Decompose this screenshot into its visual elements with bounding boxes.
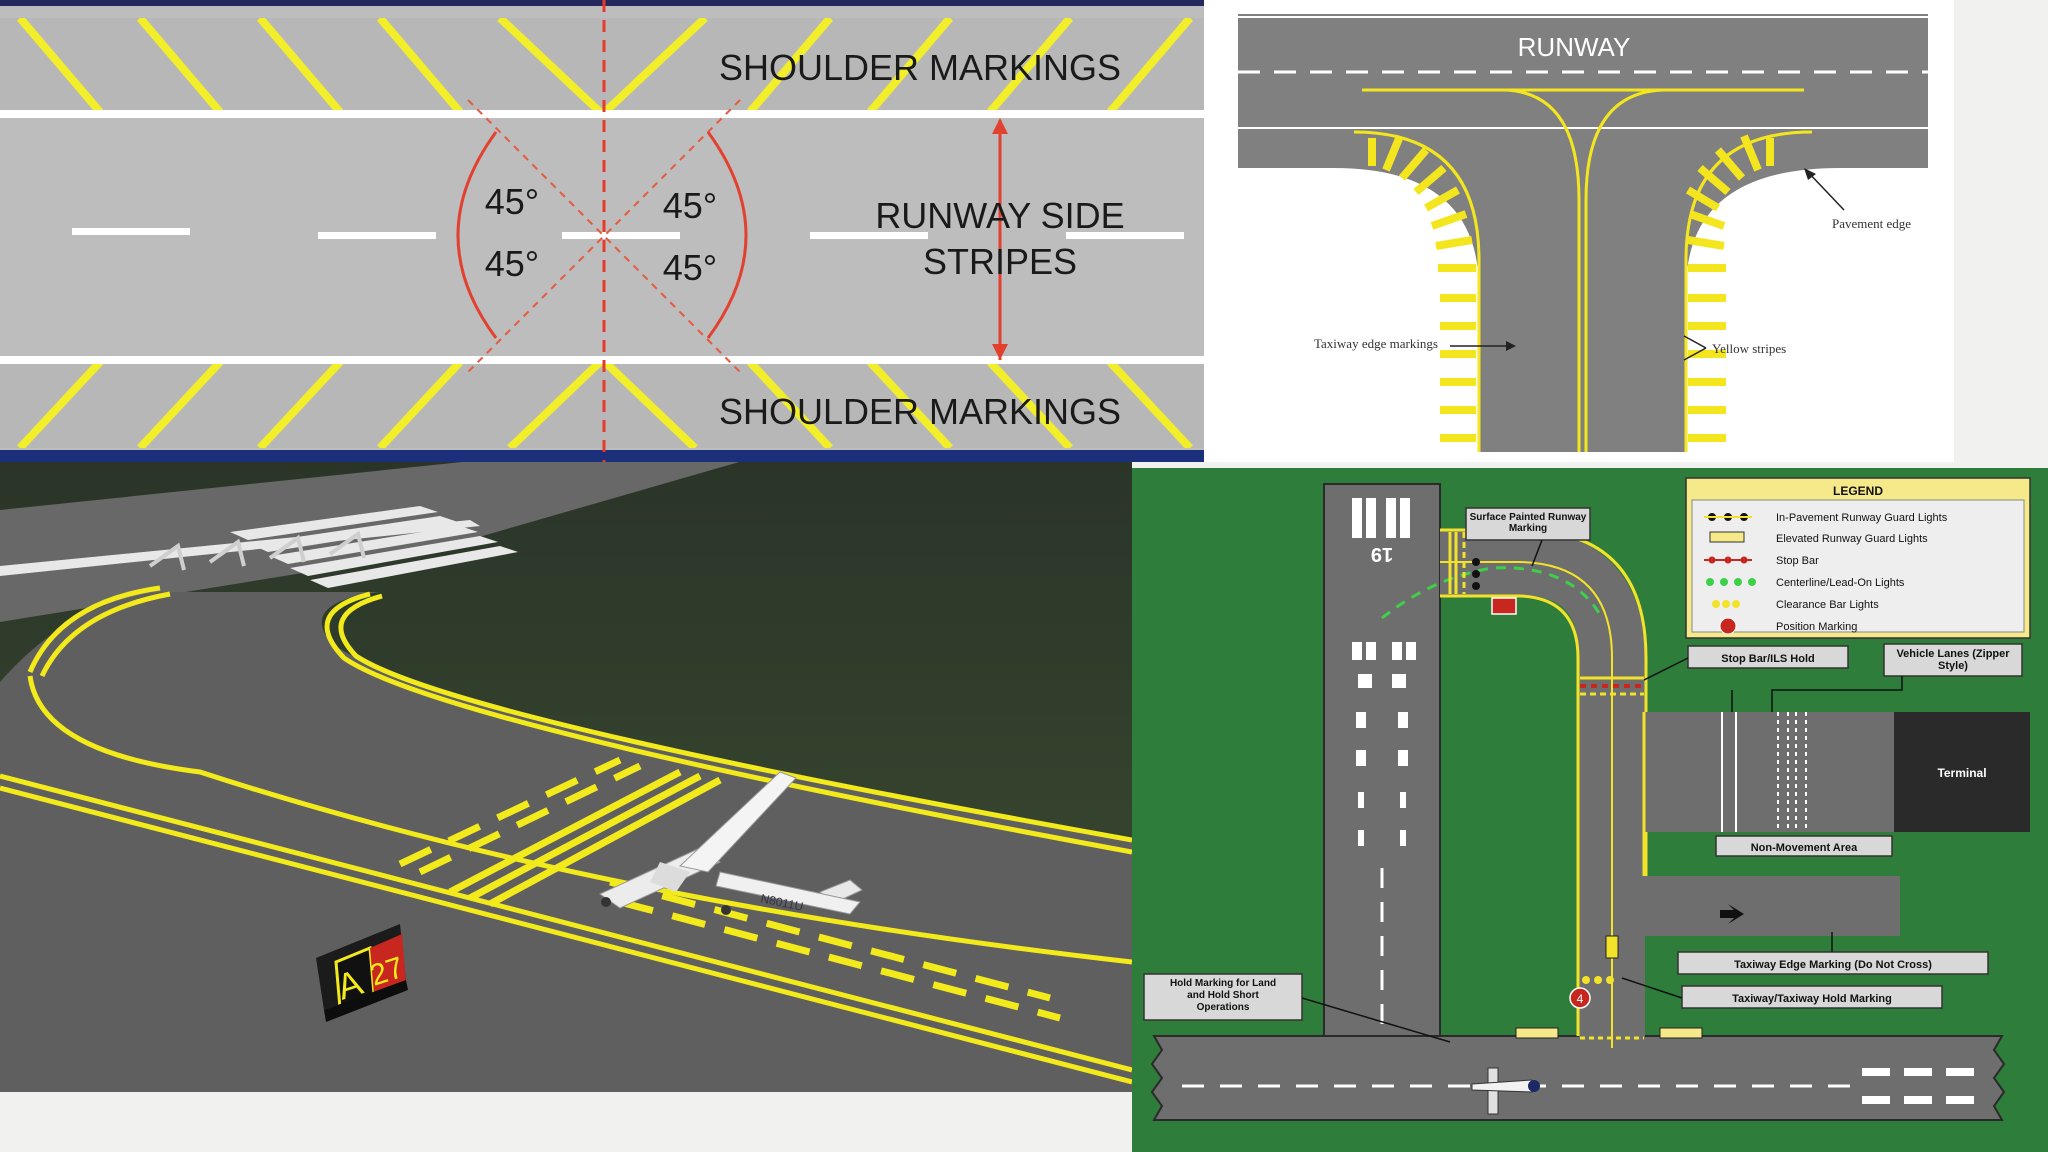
- legend-symbol-centerline-lights: [1706, 578, 1756, 586]
- taxiway-centerline: [1353, 88, 1813, 452]
- vehicle-lanes-callout: [1883, 643, 2023, 677]
- hold-short-dashes: [398, 756, 1061, 1022]
- runway-hold-marking: [1448, 532, 1466, 594]
- runway-19-threshold: [1352, 498, 1410, 538]
- legend-symbol-guard-lights: [1704, 513, 1752, 521]
- taxiway-edge-lines: [0, 585, 1132, 1085]
- legend-symbol-stop-bar: [1704, 556, 1752, 564]
- taxiway-hold-callout: [1681, 985, 1943, 1009]
- legend-title: LEGEND: [1833, 484, 1883, 498]
- lahso-label: Hold Marking for Land and Hold Short Ope…: [1169, 978, 1277, 1013]
- arrow-head-up: [992, 118, 1008, 134]
- shoulder-bottom-label: SHOULDER MARKINGS: [719, 391, 1121, 432]
- left-angle-arc: [456, 131, 498, 339]
- simulator-scene-figure: N8011U A 27: [0, 462, 1132, 1092]
- taxiway-edge-callout: [1677, 951, 1989, 975]
- bottom-shoulder-chevrons: [17, 362, 1193, 448]
- runway-aiming-marks: [1862, 1068, 1974, 1104]
- hold-sign: [1605, 935, 1619, 959]
- terminal-label: Terminal: [1937, 766, 1986, 780]
- hold-short-marking: [448, 768, 722, 908]
- elevated-guard-light-left: [1515, 1027, 1559, 1039]
- aircraft-icon: [1471, 1067, 1540, 1115]
- legend-item-3: Stop Bar: [1776, 555, 1819, 567]
- taxiway-pavement: [0, 592, 1132, 1092]
- angle-label-1: 45°: [485, 181, 539, 222]
- side-stripes-label-2: STRIPES: [923, 241, 1077, 282]
- legend-item-4: Centerline/Lead-On Lights: [1776, 577, 1905, 589]
- legend-item-5: Clearance Bar Lights: [1776, 599, 1879, 611]
- angle-label-3: 45°: [663, 185, 717, 226]
- apron-taxiway: [1580, 876, 1900, 936]
- bottom-side-stripe: [0, 356, 1204, 364]
- taxiway-edge-label: Taxiway Edge Marking (Do Not Cross): [1734, 959, 1932, 971]
- airport-marking-diagram: 19: [1132, 468, 2048, 1152]
- shoulder-markings-diagram: SHOULDER MARKINGS SHOULDER MARKINGS 45° …: [0, 0, 1204, 462]
- angle-label-4: 45°: [663, 247, 717, 288]
- touchdown-zone-markings: [1352, 642, 1416, 846]
- non-movement-label: Non-Movement Area: [1751, 842, 1858, 854]
- angle-label-2: 45°: [485, 243, 539, 284]
- stop-bar-label: Stop Bar/ILS Hold: [1721, 653, 1815, 665]
- legend-item-2: Elevated Runway Guard Lights: [1776, 533, 1928, 545]
- surface-painted-label: Surface Painted Runway Marking: [1469, 512, 1587, 534]
- clearance-bar-lights: [1582, 976, 1614, 984]
- location-sign: A 27: [316, 924, 408, 1022]
- taxiway-centerline: [1440, 561, 1613, 1048]
- runway-arrows: [148, 530, 366, 571]
- position-marking-sign: [1491, 597, 1517, 615]
- legend-symbol-position-marking: [1719, 617, 1737, 635]
- shoulder-top-label: SHOULDER MARKINGS: [719, 47, 1121, 88]
- horizontal-runway: [1150, 1035, 2006, 1121]
- legend-symbol-elevated-lights: [1709, 531, 1745, 543]
- legend-item-1: In-Pavement Runway Guard Lights: [1776, 512, 1948, 524]
- pavement-edge-label: Pavement edge: [1832, 216, 1911, 231]
- taxiway-hold-label: Taxiway/Taxiway Hold Marking: [1732, 993, 1892, 1005]
- taxiway-edge-diagram: RUNWAY Pavement edge Taxiway edge markin…: [1204, 0, 1954, 462]
- legend-symbol-clearance-bar: [1712, 600, 1740, 608]
- vehicle-lanes: [1721, 712, 1807, 832]
- callouts: Surface Painted Runway Marking Stop Bar/…: [1143, 507, 2023, 1043]
- legend: LEGEND In-Pavement Runway Guard Lights E…: [1685, 477, 2031, 639]
- non-movement-callout: [1715, 835, 1893, 857]
- yellow-stripes-label: Yellow stripes: [1712, 341, 1786, 356]
- stop-bar-callout: [1687, 645, 1849, 669]
- shoulder-markings-figure: SHOULDER MARKINGS SHOULDER MARKINGS 45° …: [0, 0, 1204, 462]
- surface-painted-callout: [1465, 507, 1591, 541]
- top-side-stripe: [0, 110, 1204, 118]
- lahso-callout: [1143, 973, 1303, 1021]
- airport-marking-figure: 19: [1132, 468, 2048, 1152]
- cessna-aircraft: N8011U: [598, 771, 863, 915]
- elevated-guard-light-right: [1659, 1027, 1703, 1039]
- top-shoulder-chevrons: [16, 18, 1194, 112]
- direction-sign: [1720, 904, 1744, 924]
- vehicle-lanes-label: Vehicle Lanes (Zipper Style): [1896, 648, 2010, 672]
- arrow-head-down: [992, 344, 1008, 360]
- lead-on-lights: [1381, 566, 1604, 620]
- side-stripes-label-1: RUNWAY SIDE: [875, 195, 1124, 236]
- taxiway-edge-markings-label: Taxiway edge markings: [1314, 336, 1438, 351]
- simulator-scene: N8011U A 27: [0, 462, 1132, 1092]
- centerline-dashes: [72, 228, 1184, 239]
- position-marking-circle: [1569, 987, 1591, 1009]
- taxiway-edge-figure: RUNWAY Pavement edge Taxiway edge markin…: [1204, 0, 1954, 462]
- guard-lights: [1472, 558, 1480, 590]
- position-marking-number: 4: [1577, 992, 1584, 1006]
- terminal-building: [1894, 712, 2030, 832]
- taxiway-edge-left: [1440, 594, 1580, 1036]
- runway-number: 19: [1371, 543, 1393, 565]
- legend-item-6: Position Marking: [1776, 621, 1857, 633]
- runway-label: RUNWAY: [1518, 32, 1631, 62]
- apron: [1640, 712, 1900, 832]
- right-angle-arc: [706, 131, 748, 339]
